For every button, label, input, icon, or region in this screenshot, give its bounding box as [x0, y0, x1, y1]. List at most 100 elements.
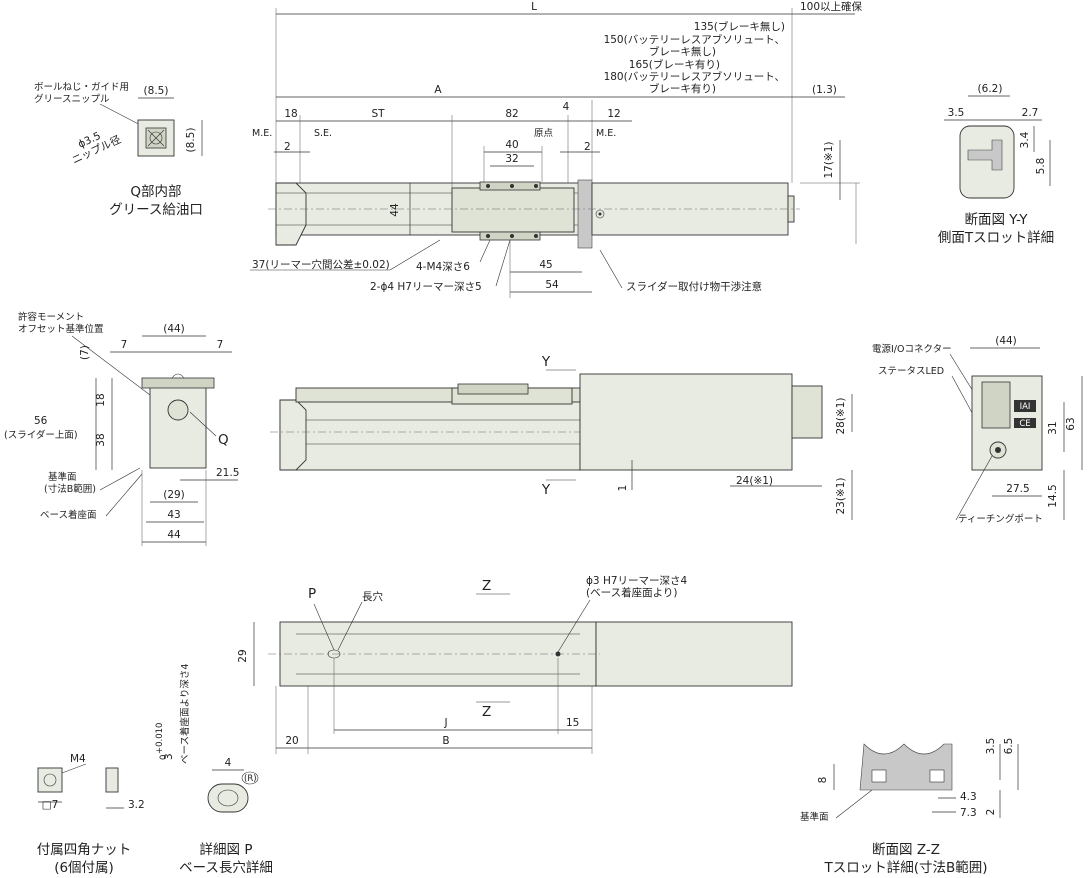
label-se: S.E. [314, 128, 332, 139]
nut-m4: M4 [70, 753, 86, 765]
me-badge-iai-text: IAI [1020, 402, 1031, 412]
zz-4-3: 4.3 [960, 791, 977, 803]
side-base [279, 399, 581, 471]
ev-profile [149, 383, 207, 469]
yy-dim-6-2: (6.2) [978, 83, 1003, 95]
side-y-top: Y [541, 354, 551, 370]
bv-dim-J: J [443, 717, 447, 729]
me-teaching: ティーチングポート [958, 513, 1043, 525]
label-me-left: M.E. [252, 128, 272, 139]
ev-dim-7-right: 7 [217, 339, 224, 351]
len-150: 150(バッテリーレスアブソリュート、 [604, 33, 785, 46]
zz-kijun: 基準面 [800, 811, 829, 823]
top-slider [451, 187, 575, 233]
nut-3-2: 3.2 [128, 799, 145, 811]
side-dim-24: 24(※1) [736, 475, 773, 487]
bv-z-top: Z [482, 578, 491, 594]
ev-dim-43: 43 [167, 509, 180, 521]
dim-2-left: 2 [284, 141, 291, 153]
len-135: 135(ブレーキ無し) [694, 20, 785, 33]
bv-dim-29: 29 [237, 649, 249, 662]
pd-tol: +0.010 [155, 723, 165, 754]
q-title2: グリース給油口 [109, 202, 203, 218]
ev-dim-7-paren: (7) [79, 345, 91, 360]
pd-depth: ベース着座面より深さ4 [179, 664, 191, 764]
bv-phi3: ϕ3 H7リーマー深さ4 [586, 575, 688, 587]
me-dim-27-5: 27.5 [1006, 483, 1029, 495]
ev-dim-38: 38 [95, 433, 107, 446]
side-y-bottom: Y [541, 482, 551, 498]
side-dim-1: 1 [617, 485, 629, 492]
ev-dim-7-left: 7 [121, 339, 128, 351]
side-dim-23: 23(※1) [835, 477, 847, 514]
q-dim-8-5-top: (8.5) [144, 85, 169, 97]
dim-A: A [434, 84, 442, 96]
len-180: 180(バッテリーレスアブソリュート、 [604, 70, 785, 83]
dim-32: 32 [505, 153, 518, 165]
note-slider: スライダー取付け物干渉注意 [626, 280, 762, 293]
yy-dim-3-4: 3.4 [1019, 131, 1031, 148]
end-view: 許容モーメント オフセット基準位置 (44) 7 7 Q (7) 18 56 (… [4, 311, 239, 546]
me-dim-31: 31 [1047, 421, 1059, 434]
len-180b: ブレーキ有り) [649, 82, 716, 95]
dim-17: 17(※1) [823, 141, 835, 178]
dim-18: 18 [284, 108, 297, 120]
bv-p: P [308, 586, 316, 602]
dim-100-min: 100以上確保 [800, 0, 863, 13]
bottom-motor [595, 621, 793, 687]
ev-slider-top [141, 377, 215, 389]
zz-section: 8 3.5 6.5 4.3 7.3 2 基準面 断面図 Z-Z Tスロット詳細(… [800, 738, 1019, 876]
yy-title1: 断面図 Y-Y [965, 212, 1029, 228]
dim-1-3: (1.3) [812, 84, 837, 96]
dim-40: 40 [505, 139, 518, 151]
ev-moment1: 許容モーメント [18, 311, 84, 323]
yy-slot [967, 139, 1003, 171]
note-m4: 4-M4深さ6 [416, 261, 470, 273]
ev-dim-44-top: (44) [163, 323, 185, 335]
zz-6-5: 6.5 [1003, 738, 1015, 755]
nut-sq7: □7 [42, 799, 59, 811]
yy-profile [959, 125, 1015, 199]
me-status: ステータスLED [878, 366, 944, 377]
bottom-view: P 長穴 Z Z ϕ3 H7リーマー深さ4 (ベース着座面より) 29 J 15… [237, 575, 793, 754]
me-power: 電源I/Oコネクター [872, 344, 952, 355]
q-detail: ボールねじ・ガイド用 グリースニップル (8.5) (8.5) ϕ3.5 ニップ… [34, 82, 203, 218]
dim-45: 45 [539, 259, 552, 271]
zz-slot-left [871, 769, 887, 783]
top-view: L 100以上確保 135(ブレーキ無し) 150(バッテリーレスアブソリュート… [250, 0, 863, 298]
zz-2: 2 [985, 809, 997, 816]
len-150b: ブレーキ無し) [649, 45, 716, 58]
note-37: 37(リーマー穴間公差±0.02) [252, 258, 390, 271]
ev-kijun2: (寸法B範囲) [44, 483, 96, 495]
ev-dim-56: 56 [34, 415, 48, 427]
side-end-cap [279, 399, 307, 471]
me-dim-44: (44) [995, 335, 1017, 347]
me-badge-iai [1014, 400, 1036, 412]
label-me-right: M.E. [596, 128, 616, 139]
pd-4: 4 [225, 757, 232, 769]
me-dim-14-5: 14.5 [1047, 484, 1059, 507]
bv-z-bottom: Z [482, 704, 491, 720]
ev-dim-18: 18 [95, 393, 107, 406]
top-coupling [577, 179, 593, 249]
dim-12: 12 [607, 108, 620, 120]
pd-slot [207, 783, 249, 813]
nut-side [105, 767, 119, 793]
ev-kijun1: 基準面 [48, 471, 77, 483]
zz-title1: 断面図 Z-Z [872, 842, 940, 858]
zz-7-3: 7.3 [960, 807, 977, 819]
top-end-cap [275, 182, 307, 246]
side-motor [579, 373, 793, 471]
yy-title2: 側面Tスロット詳細 [938, 230, 1054, 246]
dim-54: 54 [545, 279, 559, 291]
dim-L: L [531, 1, 537, 13]
zz-profile [859, 743, 953, 791]
ev-q-port [167, 399, 189, 421]
nut-title2: (6個付属) [54, 860, 114, 876]
q-title1: Q部内部 [130, 184, 181, 200]
pd-r: (R) [244, 774, 257, 784]
ev-dim-44-bottom: 44 [167, 529, 181, 541]
zz-8: 8 [817, 777, 829, 784]
pd-tol2: 0 [159, 755, 169, 760]
ev-q: Q [218, 432, 229, 448]
